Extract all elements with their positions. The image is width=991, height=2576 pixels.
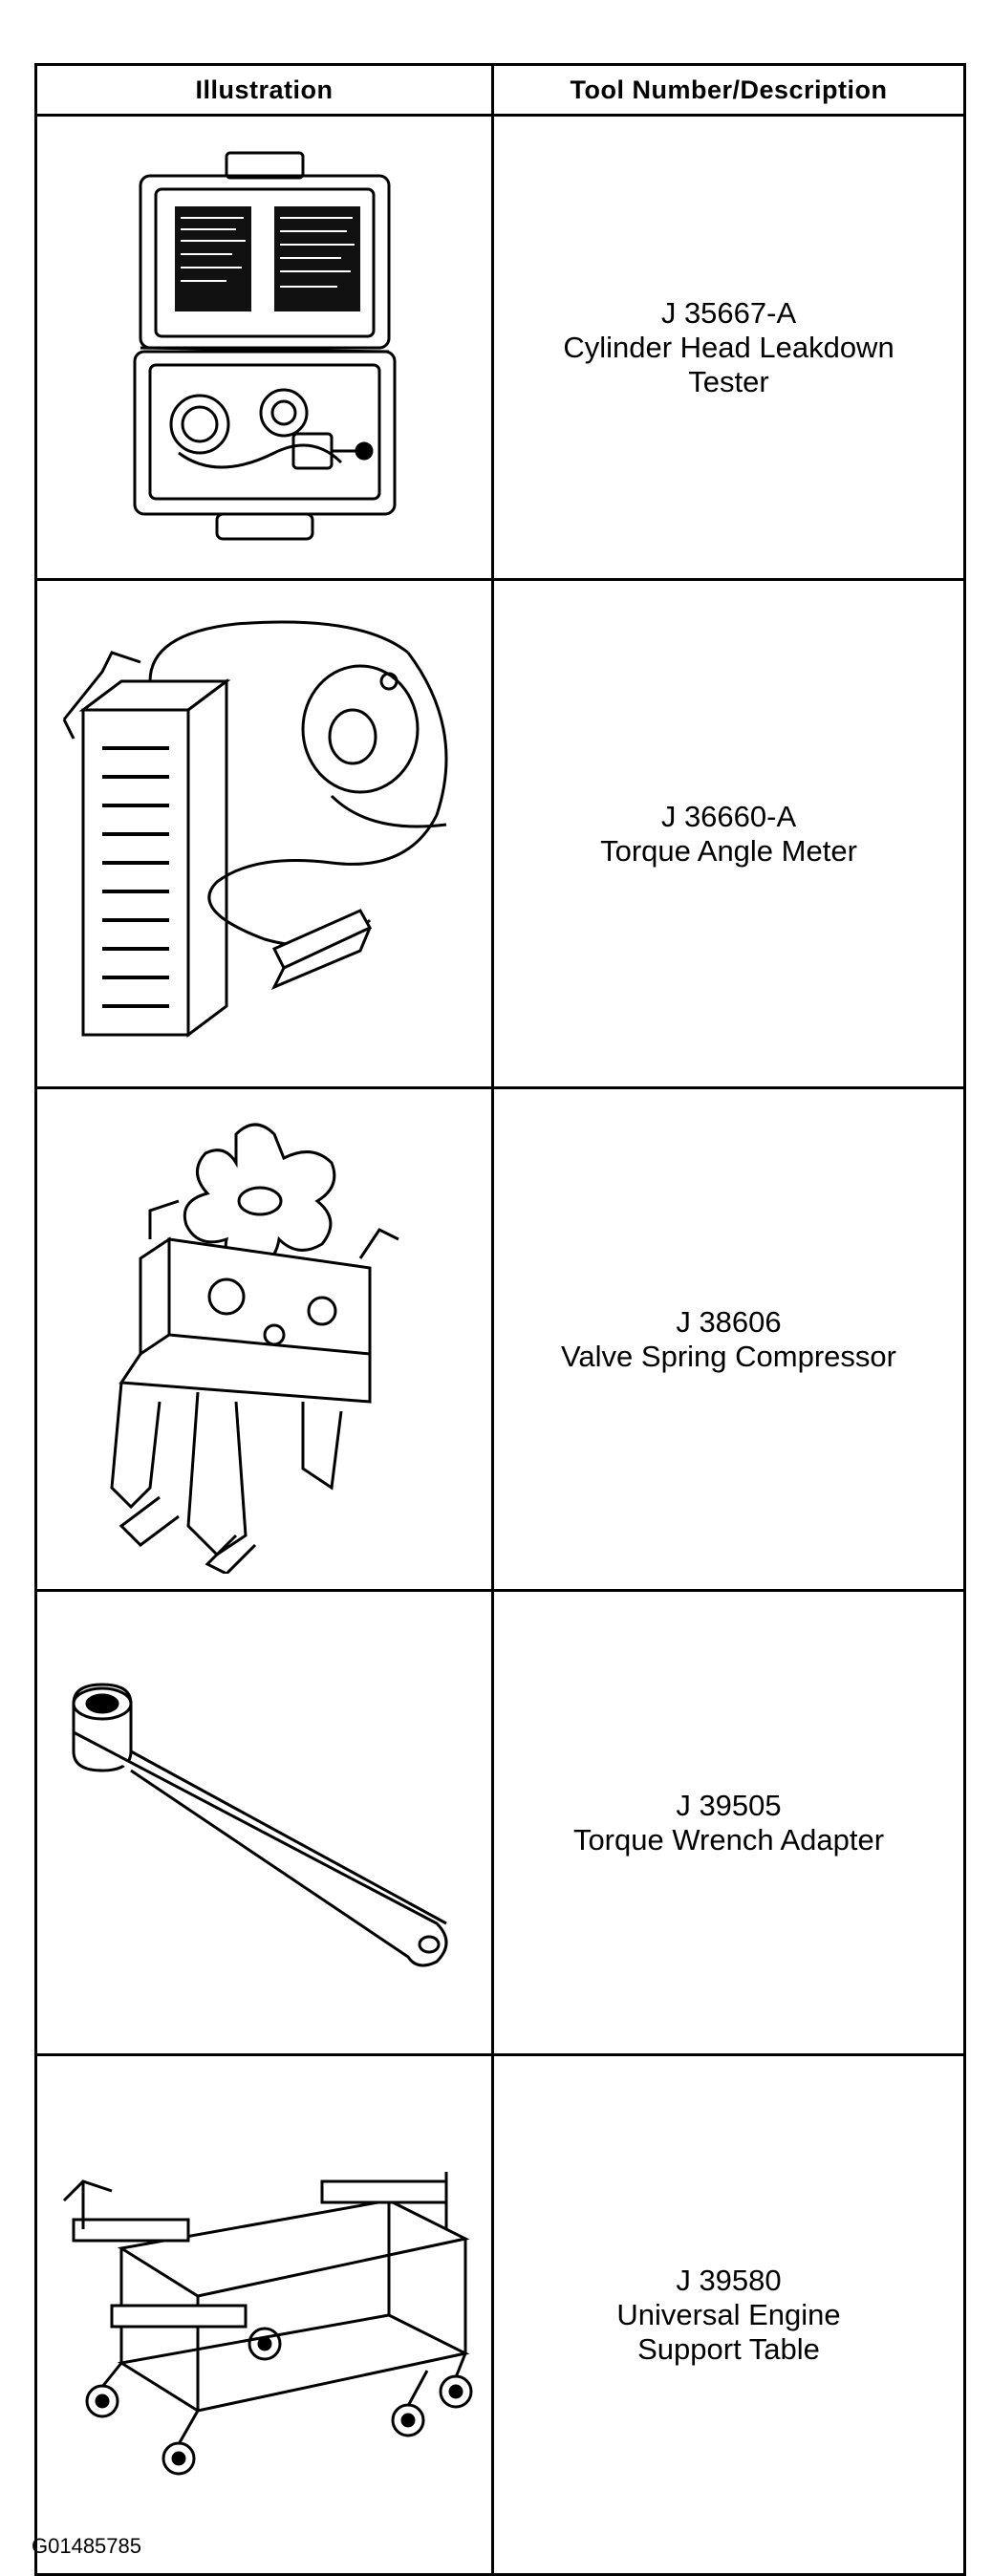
figure-code: G01485785 bbox=[32, 2534, 141, 2558]
table-row: J 36660-A Torque Angle Meter bbox=[34, 578, 966, 1089]
tool-description-line: Tester bbox=[688, 364, 769, 398]
table-row: J 38606 Valve Spring Compressor bbox=[34, 1086, 966, 1592]
tool-description-line: Support Table bbox=[637, 2331, 820, 2366]
illustration-cell bbox=[34, 114, 494, 581]
illustration-cell bbox=[34, 1589, 494, 2056]
tool-column-header: Tool Number/Description bbox=[491, 63, 966, 117]
tool-description-line: Universal Engine bbox=[616, 2297, 841, 2331]
tool-description-line: Cylinder Head Leakdown bbox=[563, 330, 894, 364]
tool-number: J 39580 bbox=[676, 2263, 782, 2297]
special-tools-table: Illustration Tool Number/Description bbox=[34, 63, 966, 2576]
tool-description-cell: J 36660-A Torque Angle Meter bbox=[491, 578, 966, 1089]
tool-description-cell: J 38606 Valve Spring Compressor bbox=[491, 1086, 966, 1592]
illustration-cell bbox=[34, 578, 494, 1089]
tool-number: J 39505 bbox=[676, 1788, 782, 1822]
leakdown-tester-case-icon bbox=[133, 151, 396, 540]
tool-description-cell: J 39580 Universal Engine Support Table bbox=[491, 2053, 966, 2576]
table-row: J 39505 Torque Wrench Adapter bbox=[34, 1589, 966, 2056]
tool-description-line: Valve Spring Compressor bbox=[561, 1339, 896, 1373]
illustration-cell bbox=[34, 1086, 494, 1592]
engine-support-table-icon bbox=[62, 2171, 472, 2475]
illustration-column-header: Illustration bbox=[34, 63, 494, 117]
tool-description-cell: J 35667-A Cylinder Head Leakdown Tester bbox=[491, 114, 966, 581]
tool-description-line: Torque Angle Meter bbox=[600, 833, 857, 868]
torque-wrench-adapter-icon bbox=[72, 1682, 447, 1966]
tool-description-line: Torque Wrench Adapter bbox=[572, 1822, 885, 1857]
tool-number: J 38606 bbox=[676, 1304, 782, 1339]
illustration-cell bbox=[34, 2053, 494, 2576]
torque-angle-meter-icon bbox=[62, 620, 447, 1038]
valve-spring-compressor-icon bbox=[109, 1123, 399, 1574]
table-row: J 35667-A Cylinder Head Leakdown Tester bbox=[34, 114, 966, 581]
tool-number: J 36660-A bbox=[660, 799, 797, 833]
tool-number: J 35667-A bbox=[660, 295, 797, 330]
tool-table-container: Illustration Tool Number/Description bbox=[34, 63, 966, 2576]
table-header-row: Illustration Tool Number/Description bbox=[34, 63, 966, 117]
table-row: J 39580 Universal Engine Support Table bbox=[34, 2053, 966, 2576]
tool-description-cell: J 39505 Torque Wrench Adapter bbox=[491, 1589, 966, 2056]
